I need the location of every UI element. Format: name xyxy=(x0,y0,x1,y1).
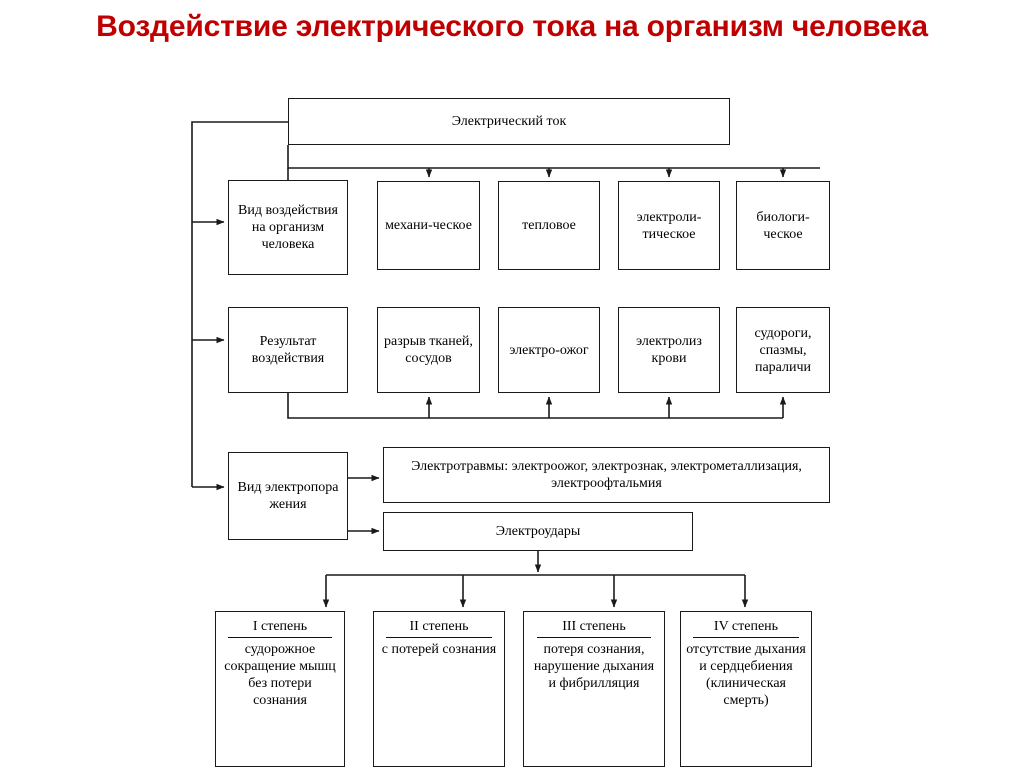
result-item-label: электролиз крови xyxy=(636,334,702,366)
root-box[interactable]: Электрический ток xyxy=(288,98,730,145)
degree-title: IV степень xyxy=(693,618,799,638)
effect-header-label: Вид воздействия на организм человека xyxy=(238,203,338,252)
degree-body: отсутствие дыхания и сердцебиения (клини… xyxy=(686,642,806,708)
degree-box-4[interactable]: IV степень отсутствие дыхания и сердцеби… xyxy=(680,611,812,767)
result-header-box[interactable]: Результат воздействия xyxy=(228,307,348,393)
effect-item-mechanical[interactable]: механи-ческое xyxy=(377,181,480,270)
page-title: Воздействие электрического тока на орган… xyxy=(96,10,928,43)
injury-item-electrotrauma[interactable]: Электротравмы: электроожог, электрознак,… xyxy=(383,447,830,503)
result-header-label: Результат воздействия xyxy=(251,334,325,366)
injury-header-box[interactable]: Вид электропора жения xyxy=(228,452,348,540)
degree-title: II степень xyxy=(386,618,492,638)
result-item-tissue-rupture[interactable]: разрыв тканей, сосудов xyxy=(377,307,480,393)
effect-item-label: биологи-ческое xyxy=(756,209,810,242)
injury-item-label: Электроудары xyxy=(495,524,581,539)
effect-header-box[interactable]: Вид воздействия на организм человека xyxy=(228,180,348,275)
root-label: Электрический ток xyxy=(451,114,567,129)
result-item-blood-electrolysis[interactable]: электролиз крови xyxy=(618,307,720,393)
effect-item-thermal[interactable]: тепловое xyxy=(498,181,600,270)
injury-item-label: Электротравмы: электроожог, электрознак,… xyxy=(411,459,802,491)
result-item-electric-burn[interactable]: электро-ожог xyxy=(498,307,600,393)
degree-title: I степень xyxy=(228,618,332,638)
result-item-label: судороги, спазмы, параличи xyxy=(754,325,812,375)
degree-box-2[interactable]: II степень с потерей сознания xyxy=(373,611,505,767)
injury-header-label: Вид электропора жения xyxy=(237,480,339,512)
effect-item-label: электроли-тическое xyxy=(636,209,702,242)
degree-body: судорожное сокращение мышц без потери со… xyxy=(224,642,336,708)
effect-item-label: тепловое xyxy=(522,218,576,233)
degree-body: потеря сознания, нарушение дыхания и фиб… xyxy=(533,642,655,691)
degree-body: с потерей сознания xyxy=(381,642,497,657)
result-item-cramps[interactable]: судороги, спазмы, параличи xyxy=(736,307,830,393)
degree-title: III степень xyxy=(537,618,651,638)
effect-item-biological[interactable]: биологи-ческое xyxy=(736,181,830,270)
result-item-label: разрыв тканей, сосудов xyxy=(384,334,473,366)
effect-item-label: механи-ческое xyxy=(385,218,472,233)
degree-box-3[interactable]: III степень потеря сознания, нарушение д… xyxy=(523,611,665,767)
injury-item-electroshock[interactable]: Электроудары xyxy=(383,512,693,551)
degree-box-1[interactable]: I степень судорожное сокращение мышц без… xyxy=(215,611,345,767)
result-item-label: электро-ожог xyxy=(509,342,589,358)
effect-item-electrolytic[interactable]: электроли-тическое xyxy=(618,181,720,270)
